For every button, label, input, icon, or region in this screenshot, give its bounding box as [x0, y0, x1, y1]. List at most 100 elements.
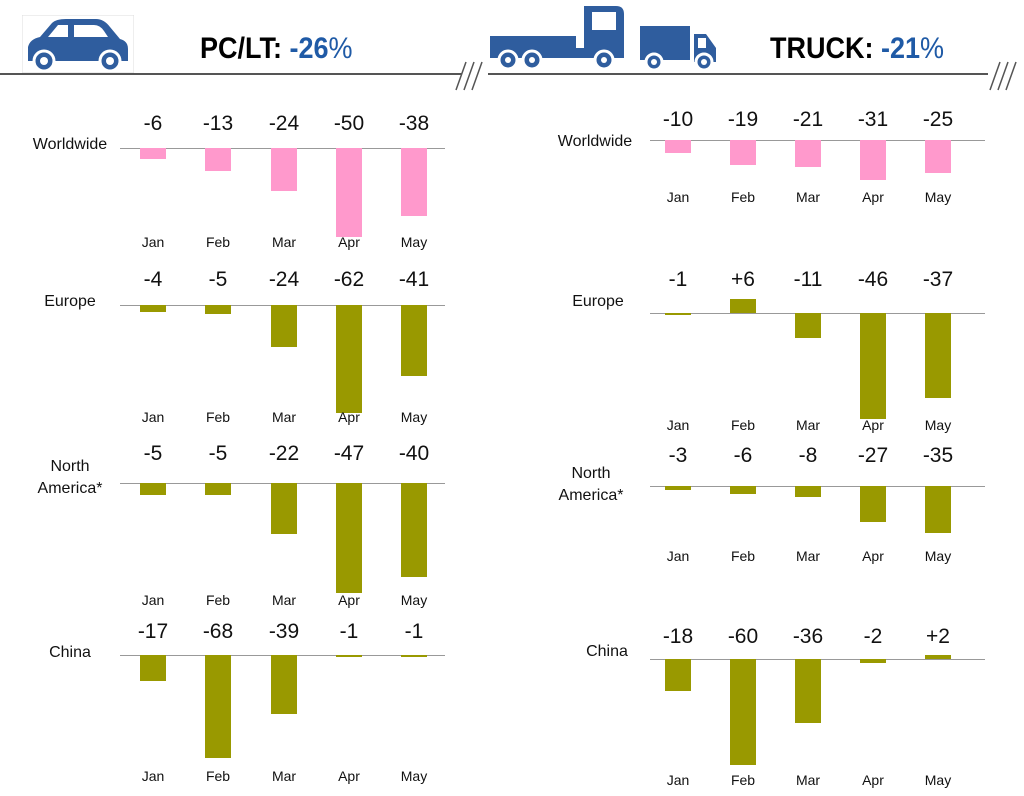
- bar: [665, 659, 691, 691]
- header-rule-left: [0, 73, 462, 75]
- value-label: -62: [333, 268, 365, 291]
- month-label: Feb: [205, 409, 231, 425]
- value-label: -8: [798, 444, 818, 467]
- value-label: -46: [857, 268, 889, 291]
- month-label: May: [924, 548, 952, 564]
- bar: [401, 483, 427, 577]
- value-label: -47: [333, 442, 365, 465]
- value-label: -2: [863, 625, 883, 648]
- panel-label-line: Worldwide: [557, 133, 633, 150]
- bar: [401, 305, 427, 377]
- month-label: May: [400, 234, 428, 250]
- bar: [730, 659, 756, 766]
- value-label: -6: [143, 112, 163, 135]
- pc-lt-value: -26: [289, 32, 329, 65]
- month-label: Jan: [141, 409, 165, 425]
- bar: [140, 305, 166, 312]
- panel-label: Europe: [548, 291, 648, 313]
- month-label: Feb: [730, 417, 756, 433]
- bar: [401, 148, 427, 216]
- month-label: Apr: [862, 417, 884, 433]
- bar: [205, 483, 231, 495]
- value-label: -1: [339, 620, 359, 643]
- bar: [925, 655, 951, 659]
- month-label: Feb: [205, 592, 231, 608]
- break-mark-icon: [455, 61, 483, 91]
- panel-label-line: China: [586, 643, 628, 660]
- month-label: May: [400, 768, 428, 784]
- bar: [271, 148, 297, 191]
- box-truck-icon: [640, 26, 716, 72]
- bar: [205, 305, 231, 314]
- panel-label: Worldwide: [20, 134, 120, 156]
- bar: [860, 313, 886, 419]
- value-label: -35: [922, 444, 954, 467]
- month-label: Apr: [338, 592, 360, 608]
- month-label: Mar: [271, 768, 297, 784]
- panel-label-line: North: [571, 465, 611, 482]
- value-label: -1: [668, 268, 688, 291]
- value-label: -41: [398, 268, 430, 291]
- flatbed-truck-icon: [490, 6, 624, 71]
- truck-unit: %: [920, 32, 945, 65]
- month-label: May: [400, 409, 428, 425]
- panel-label-line: Europe: [44, 293, 96, 310]
- bar: [795, 140, 821, 168]
- value-label: -27: [857, 444, 889, 467]
- bar: [336, 305, 362, 413]
- month-label: Apr: [862, 189, 884, 205]
- month-label: Jan: [666, 548, 690, 564]
- value-label: -68: [202, 620, 234, 643]
- break-mark-icon: [989, 61, 1017, 91]
- bar: [401, 655, 427, 657]
- month-label: Feb: [205, 234, 231, 250]
- bar: [925, 486, 951, 533]
- bar: [336, 655, 362, 657]
- car-icon: [22, 15, 134, 73]
- value-label: -1: [404, 620, 424, 643]
- pc-lt-label: PC/LT:: [200, 32, 290, 65]
- panel-label-line: Worldwide: [32, 136, 108, 153]
- month-label: May: [924, 189, 952, 205]
- value-label: -31: [857, 108, 889, 131]
- value-label: -40: [398, 442, 430, 465]
- bar: [795, 486, 821, 497]
- bar: [665, 313, 691, 316]
- value-label: +6: [731, 268, 755, 291]
- panel-label: China: [557, 641, 657, 663]
- value-label: -18: [662, 625, 694, 648]
- bar: [730, 486, 756, 495]
- truck-label: TRUCK:: [770, 32, 881, 65]
- bar: [795, 313, 821, 339]
- value-label: -22: [268, 442, 300, 465]
- month-label: Feb: [205, 768, 231, 784]
- month-label: Apr: [338, 234, 360, 250]
- month-label: Apr: [338, 409, 360, 425]
- value-label: -60: [727, 625, 759, 648]
- pc-lt-unit: %: [328, 32, 353, 65]
- bar: [336, 483, 362, 593]
- truck-title: TRUCK: -21%: [770, 32, 944, 66]
- value-label: -3: [668, 444, 688, 467]
- panel-label: China: [20, 642, 120, 664]
- value-label: -19: [727, 108, 759, 131]
- value-label: -11: [793, 268, 823, 291]
- bar: [140, 655, 166, 681]
- month-label: Apr: [338, 768, 360, 784]
- panel-label-line: Europe: [572, 293, 624, 310]
- bar: [925, 313, 951, 399]
- header-rule-right: [488, 73, 988, 75]
- value-label: -6: [733, 444, 753, 467]
- month-label: Mar: [795, 417, 821, 433]
- bar: [205, 655, 231, 758]
- month-label: May: [924, 417, 952, 433]
- value-label: -24: [268, 268, 300, 291]
- bar: [665, 486, 691, 491]
- bar: [860, 659, 886, 663]
- month-label: May: [924, 772, 952, 788]
- month-label: Mar: [271, 409, 297, 425]
- month-label: Jan: [141, 768, 165, 784]
- bar: [860, 486, 886, 523]
- month-label: Mar: [795, 548, 821, 564]
- value-label: -24: [268, 112, 300, 135]
